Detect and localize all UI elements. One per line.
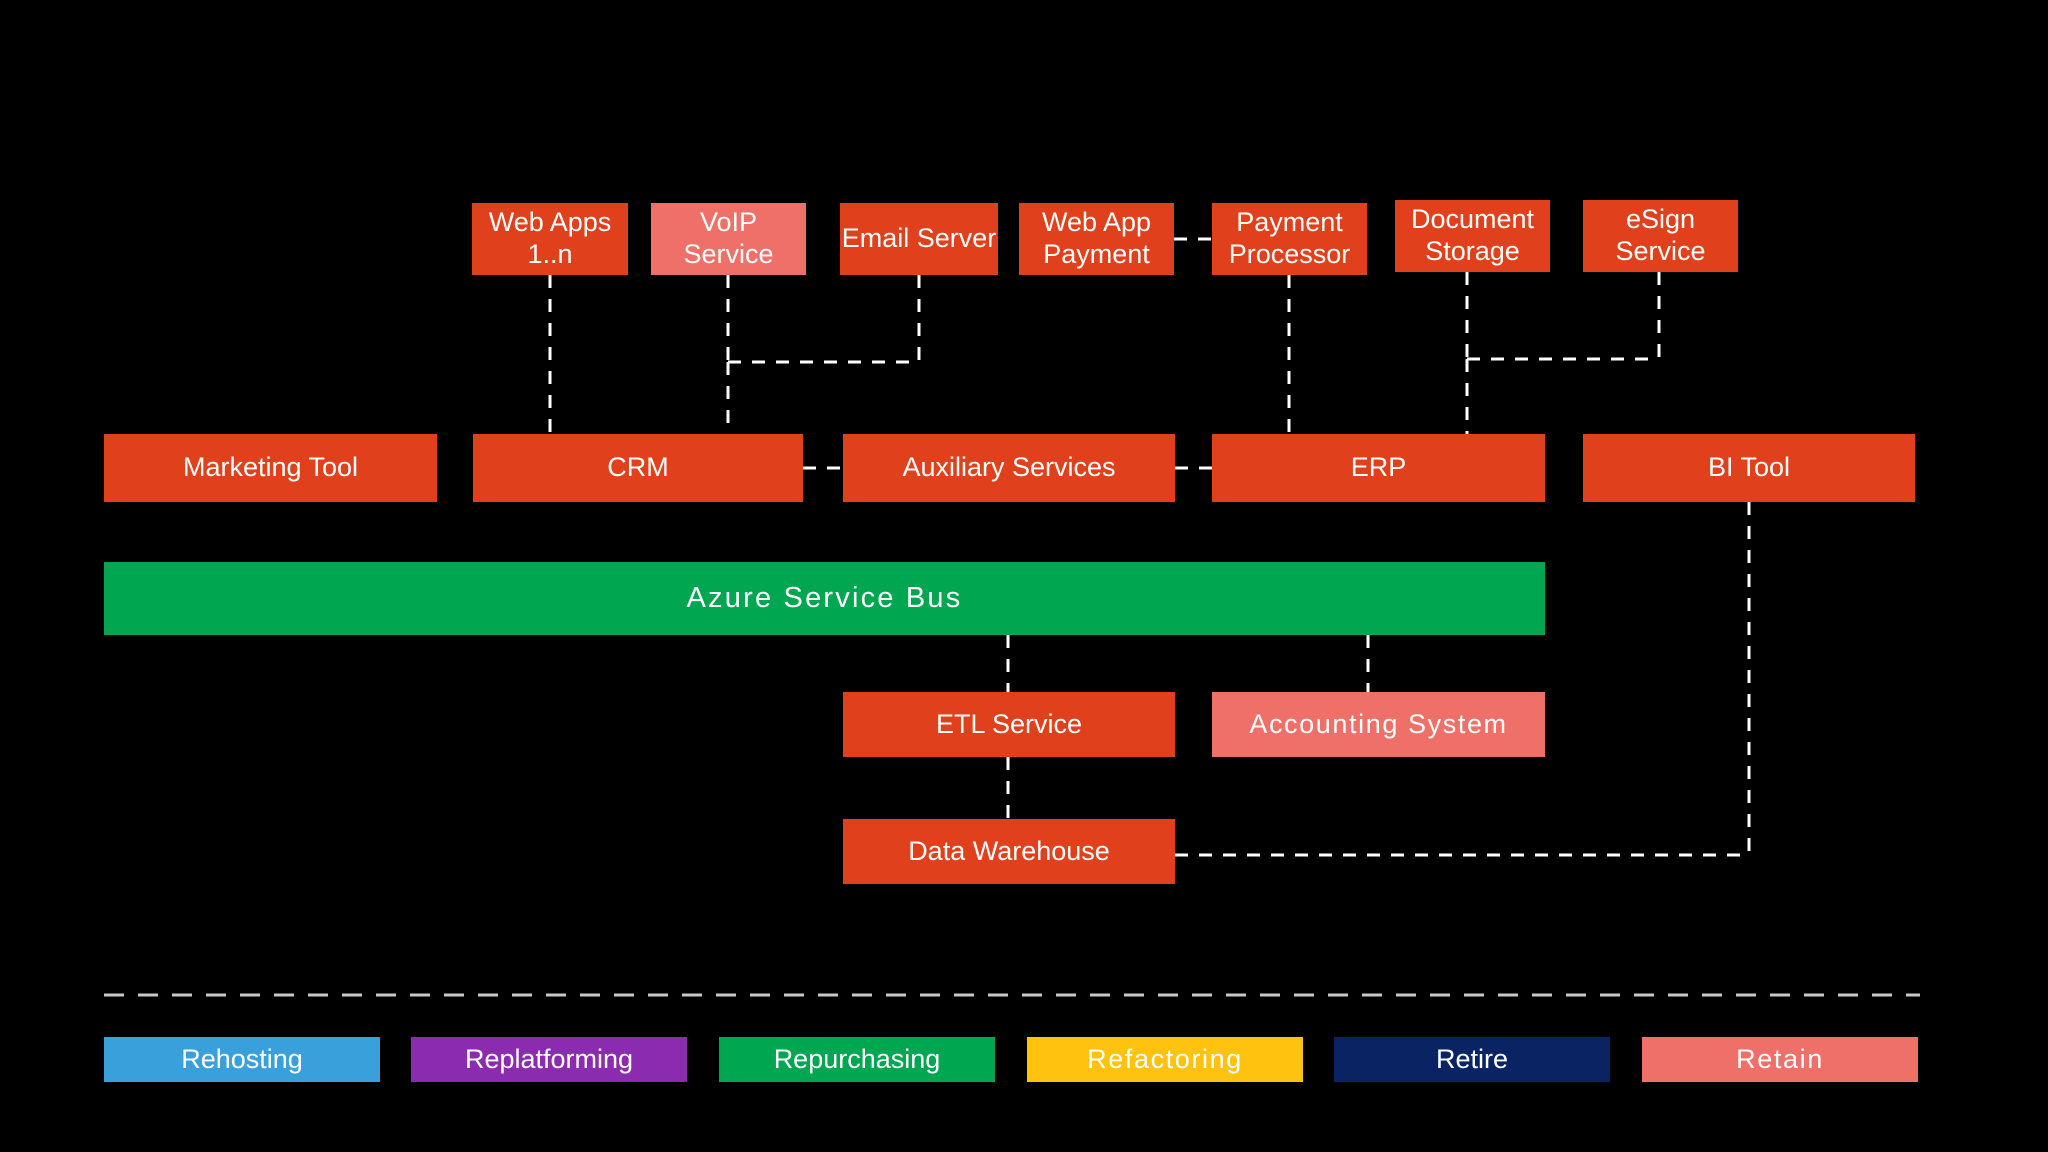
node-label-email-server: Email Server: [841, 223, 997, 254]
node-label-erp: ERP: [1350, 452, 1407, 483]
node-bi-tool[interactable]: BI Tool: [1583, 434, 1915, 502]
node-label-esign-service: eSign Service: [1615, 204, 1706, 266]
node-label-etl-service: ETL Service: [935, 708, 1083, 739]
node-label-web-app-payment: Web App Payment: [1041, 207, 1152, 269]
node-azure-service-bus[interactable]: Azure Service Bus: [104, 562, 1545, 635]
node-auxiliary-services[interactable]: Auxiliary Services: [843, 434, 1175, 502]
node-web-apps[interactable]: Web Apps 1..n: [472, 203, 628, 275]
node-label-data-warehouse: Data Warehouse: [908, 835, 1110, 866]
node-voip-service[interactable]: VoIP Service: [651, 203, 806, 275]
legend-chip-repurchasing[interactable]: Repurchasing: [719, 1037, 995, 1082]
legend-chip-retire[interactable]: Retire: [1334, 1037, 1610, 1082]
node-data-warehouse[interactable]: Data Warehouse: [843, 819, 1175, 884]
node-email-server[interactable]: Email Server: [840, 203, 998, 275]
legend-label-refactoring: Refactoring: [1087, 1044, 1243, 1074]
node-accounting-system[interactable]: Accounting System: [1212, 692, 1545, 757]
legend-label-replatforming: Replatforming: [464, 1044, 634, 1074]
node-document-storage[interactable]: Document Storage: [1395, 200, 1550, 272]
node-label-crm: CRM: [607, 452, 669, 483]
node-label-web-apps: Web Apps 1..n: [488, 207, 612, 269]
node-etl-service[interactable]: ETL Service: [843, 692, 1175, 757]
node-crm[interactable]: CRM: [473, 434, 803, 502]
legend-chip-replatforming[interactable]: Replatforming: [411, 1037, 687, 1082]
node-payment-processor[interactable]: Payment Processor: [1212, 203, 1367, 275]
node-erp[interactable]: ERP: [1212, 434, 1545, 502]
node-label-accounting-system: Accounting System: [1249, 708, 1508, 739]
node-label-voip-service: VoIP Service: [683, 207, 774, 269]
node-label-document-storage: Document Storage: [1410, 204, 1535, 266]
legend-label-retire: Retire: [1435, 1044, 1509, 1074]
legend-label-rehosting: Rehosting: [181, 1044, 303, 1074]
legend-label-retain: Retain: [1736, 1044, 1824, 1074]
legend-chip-rehosting[interactable]: Rehosting: [104, 1037, 380, 1082]
legend-chip-retain[interactable]: Retain: [1642, 1037, 1918, 1082]
node-label-payment-processor: Payment Processor: [1228, 207, 1351, 269]
node-label-marketing-tool: Marketing Tool: [182, 452, 359, 483]
node-web-app-payment[interactable]: Web App Payment: [1019, 203, 1174, 275]
legend-label-repurchasing: Repurchasing: [773, 1044, 941, 1074]
legend-chip-refactoring[interactable]: Refactoring: [1027, 1037, 1303, 1082]
node-label-bi-tool: BI Tool: [1707, 452, 1791, 483]
node-marketing-tool[interactable]: Marketing Tool: [104, 434, 437, 502]
node-label-azure-service-bus: Azure Service Bus: [686, 582, 963, 615]
node-label-auxiliary-services: Auxiliary Services: [902, 452, 1116, 483]
node-esign-service[interactable]: eSign Service: [1583, 200, 1738, 272]
